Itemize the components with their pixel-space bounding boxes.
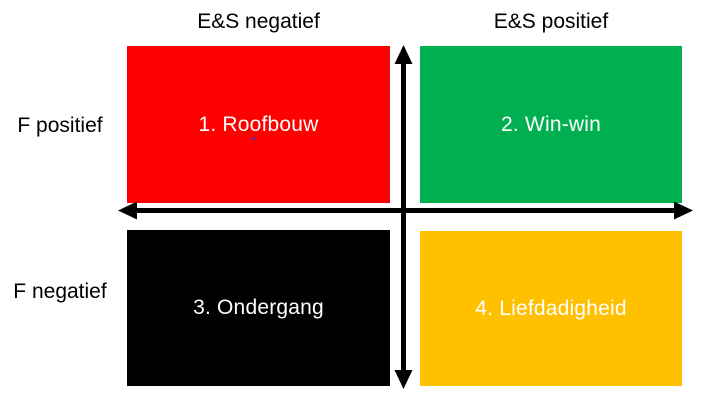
quadrant-ondergang-label: 3. Ondergang: [193, 296, 324, 319]
quadrant-liefdadigheid-label: 4. Liefdadigheid: [475, 296, 627, 320]
axis-label-es-negatief: E&S negatief: [197, 10, 320, 33]
speck-artifact: [252, 137, 255, 140]
quadrant-win-win-label: 2. Win-win: [500, 112, 602, 136]
quadrant-liefdadigheid: 4. Liefdadigheid: [420, 231, 682, 386]
axis-label-f-negatief: F negatief: [13, 280, 107, 303]
arrowhead-right-icon: [674, 201, 693, 220]
arrowhead-up-icon: [394, 45, 413, 64]
quadrant-roofbouw: 1. Roofbouw: [127, 46, 390, 203]
axis-label-f-positief: F positief: [17, 114, 103, 137]
arrowhead-down-icon: [394, 370, 413, 389]
arrowhead-left-icon: [118, 201, 137, 220]
quadrant-ondergang: 3. Ondergang: [127, 230, 390, 386]
quadrant-win-win: 2. Win-win: [420, 46, 682, 203]
quadrant-roofbouw-label: 1. Roofbouw: [198, 112, 319, 136]
axis-label-es-positief: E&S positief: [493, 10, 609, 33]
